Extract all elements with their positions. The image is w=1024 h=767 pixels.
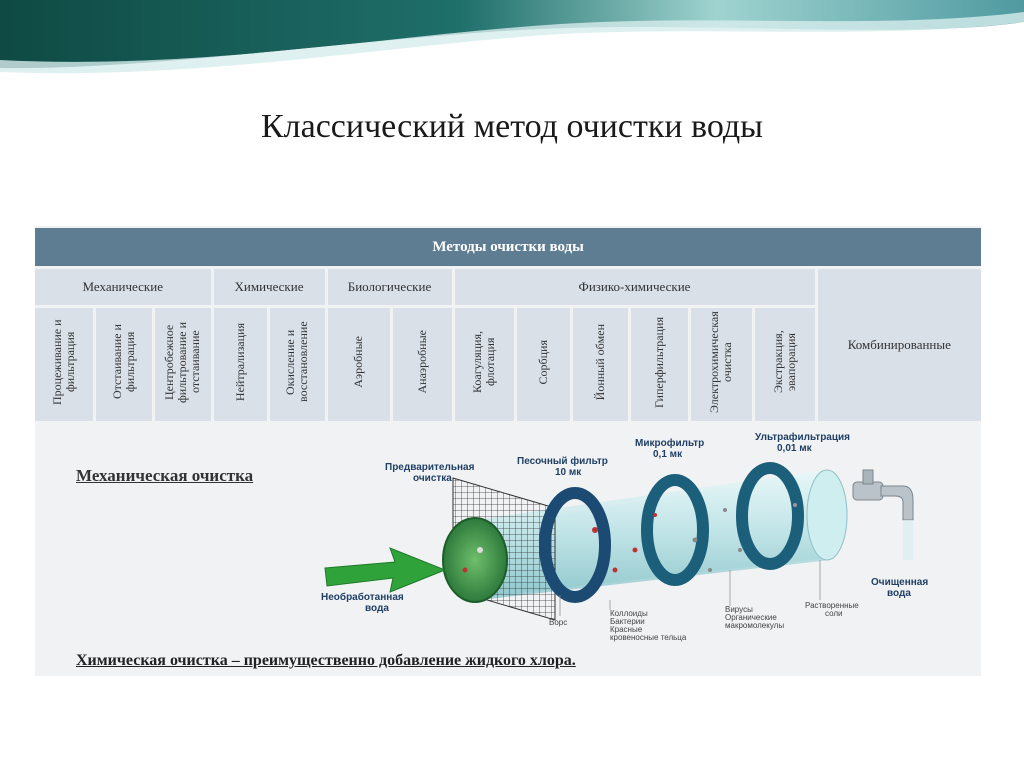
method-label: Центробежное фильтрование и отстаивание — [162, 321, 202, 403]
label-viruses: макромолекулы — [725, 621, 784, 630]
method-label: Коагуляция, флотация — [470, 331, 497, 393]
label-clean-water: вода — [887, 588, 911, 599]
header-banner — [0, 0, 1024, 74]
group-chemical: Химические — [212, 266, 328, 307]
label-colloids: Коллоиды — [610, 609, 648, 618]
group-physchem: Физико-химические — [453, 266, 818, 307]
filter-ring-sand — [539, 487, 611, 603]
label-colloids: кровеносные тельца — [610, 633, 687, 642]
label-raw-water: Необработанная — [321, 591, 404, 603]
method-cell: Центробежное фильтрование и отстаивание — [153, 305, 214, 421]
method-label: Окисление и восстановление — [283, 321, 310, 403]
method-cell: Гиперфильтрация — [629, 305, 691, 421]
label-clean-water: Очищенная — [871, 577, 928, 588]
method-cell: Окисление и восстановление — [268, 305, 328, 421]
label-viruses: Вирусы — [725, 605, 753, 614]
label-ultrafiltration: Ультрафильтрация — [755, 431, 850, 443]
chemical-caption: Химическая очистка – преимущественно доб… — [76, 652, 576, 669]
combined-cell: Комбинированные — [816, 266, 982, 421]
method-label: Аэробные — [351, 336, 365, 388]
method-label: Анаэробные — [414, 330, 429, 394]
label-ultrafiltration: 0,01 мк — [777, 443, 813, 454]
method-label: Сорбция — [535, 339, 550, 385]
label-viruses: Органические — [725, 613, 777, 622]
label-sand-filter: Песочный фильтр — [517, 455, 608, 467]
method-cell: Анаэробные — [391, 305, 455, 421]
method-cell: Нейтрализация — [212, 305, 270, 421]
faucet-icon — [852, 469, 914, 560]
inlet-arrow-icon — [324, 547, 447, 593]
label-microfilter: Микрофильтр — [635, 437, 704, 449]
method-label: Процеживание и фильтрация — [49, 319, 77, 405]
method-label: Гиперфильтрация — [651, 316, 666, 408]
method-label: Отстаивание и фильтрация — [109, 324, 137, 400]
label-sand-filter: 10 мк — [555, 467, 582, 478]
inlet-face — [442, 517, 508, 603]
tube-end — [806, 469, 848, 561]
method-cell: Йонный обмен — [571, 305, 631, 421]
filter-ring-micro — [641, 474, 709, 586]
label-prefilter: Предварительная — [385, 462, 475, 473]
method-cell: Сорбция — [515, 305, 573, 421]
label-microfilter: 0,1 мк — [653, 449, 683, 460]
filter-ring-ultra — [736, 462, 804, 570]
label-colloids: Бактерии — [610, 617, 645, 626]
label-raw-water: вода — [365, 603, 389, 614]
label-dissolved-salts: соли — [825, 609, 843, 618]
method-cell: Коагуляция, флотация — [453, 305, 517, 421]
label-colloids: Красные — [610, 625, 643, 634]
method-cell: Аэробные — [326, 305, 393, 421]
page-title: Классический метод очистки воды — [260, 108, 764, 145]
label-fiber: Ворс — [549, 618, 567, 627]
method-label: Экстракция, эвапорация — [770, 330, 798, 394]
particles — [462, 503, 797, 573]
method-label: Нейтрализация — [232, 322, 247, 402]
label-dissolved-salts: Растворенные — [805, 601, 859, 610]
group-biological: Биологические — [326, 266, 455, 307]
method-cell: Процеживание и фильтрация — [35, 305, 96, 421]
method-label: Йонный обмен — [592, 323, 607, 401]
method-cell: Экстракция, эвапорация — [753, 305, 818, 421]
method-cell: Электрохимическая очистка — [689, 305, 755, 421]
methods-table: Методы очистки воды Механические Химичес… — [35, 228, 982, 421]
label-prefilter: очистка — [413, 473, 452, 484]
method-cell: Отстаивание и фильтрация — [94, 305, 155, 421]
method-label: Электрохимическая очистка — [707, 311, 734, 413]
mechanical-heading: Механическая очистка — [76, 466, 254, 485]
table-header: Методы очистки воды — [35, 228, 982, 268]
group-mechanical: Механические — [35, 266, 214, 307]
